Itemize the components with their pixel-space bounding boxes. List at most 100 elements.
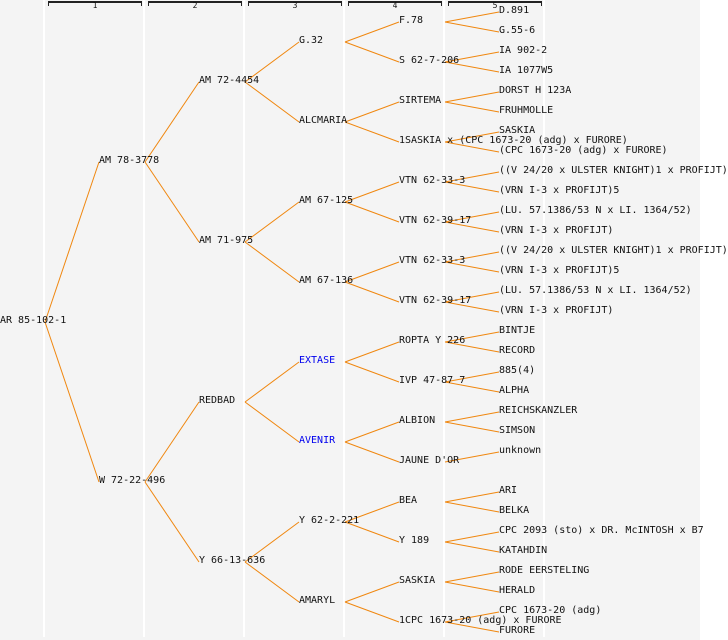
pedigree-connector-line: [144, 481, 200, 563]
pedigree-connector-line: [244, 41, 300, 83]
pedigree-connector-line: [444, 411, 500, 423]
pedigree-node-gen5: (VRN I-3 x PROFIJT): [499, 305, 614, 316]
generation-header-bracket: [248, 1, 342, 6]
pedigree-node-gen4: ALBION: [399, 415, 436, 426]
pedigree-node-gen2: AM 72-4454: [199, 75, 260, 86]
pedigree-node-gen5: DORST H 123A: [499, 85, 572, 96]
pedigree-node-gen3: AMARYL: [299, 595, 336, 606]
pedigree-node-gen5: IA 1077W5: [499, 65, 554, 76]
pedigree-connector-line: [444, 171, 500, 183]
generation-header-label: 3: [292, 1, 298, 10]
pedigree-connector-line: [344, 121, 400, 143]
pedigree-connector-line: [444, 251, 500, 263]
pedigree-node-gen5: ((V 24/20 x ULSTER KNIGHT)1 x PROFIJT): [499, 245, 728, 256]
pedigree-connector-line: [444, 21, 500, 33]
pedigree-connector-line: [244, 361, 300, 403]
pedigree-connector-line: [444, 11, 500, 23]
pedigree-node-gen5: HERALD: [499, 585, 536, 596]
pedigree-connector-line: [444, 581, 500, 593]
pedigree-connector-line: [344, 341, 400, 363]
pedigree-node-gen1: AM 78-3778: [99, 155, 160, 166]
pedigree-connector-line: [344, 581, 400, 603]
pedigree-node-gen4: S 62-7-206: [399, 55, 460, 66]
pedigree-node-gen5: (LU. 57.1386/53 N x LI. 1364/52): [499, 205, 692, 216]
pedigree-connector-line: [244, 241, 300, 283]
column-separator: [143, 0, 145, 637]
pedigree-node-gen2: REDBAD: [199, 395, 236, 406]
pedigree-connector-line: [444, 211, 500, 223]
pedigree-connector-line: [444, 571, 500, 583]
pedigree-node-gen5: SIMSON: [499, 425, 536, 436]
pedigree-connector-line: [344, 441, 400, 463]
pedigree-connector-line: [144, 81, 200, 163]
pedigree-root-node: AR 85-102-1: [0, 315, 67, 326]
pedigree-node-gen4: VTN 62-39-17: [399, 215, 472, 226]
pedigree-node-gen3: G.32: [299, 35, 324, 46]
pedigree-connector-line: [444, 141, 500, 153]
pedigree-node-gen5: unknown: [499, 445, 542, 456]
pedigree-connector-line: [244, 521, 300, 563]
pedigree-connector-line: [344, 201, 400, 223]
pedigree-node-gen4: VTN 62-39-17: [399, 295, 472, 306]
pedigree-node-gen5: IA 902-2: [499, 45, 548, 56]
pedigree-connector-line: [44, 161, 100, 323]
pedigree-node-gen4: VTN 62-33-3: [399, 255, 466, 266]
pedigree-connector-line: [444, 91, 500, 103]
pedigree-connector-line: [144, 161, 200, 243]
pedigree-node-gen5: RODE EERSTELING: [499, 565, 590, 576]
pedigree-node-gen5: ARI: [499, 485, 518, 496]
pedigree-node-gen3[interactable]: AVENIR: [299, 435, 336, 446]
pedigree-connector-line: [444, 261, 500, 273]
pedigree-connector-line: [444, 291, 500, 303]
pedigree-node-gen5: CPC 2093 (sto) x DR. McINTOSH x B7: [499, 525, 704, 536]
column-separator: [543, 0, 545, 637]
pedigree-connector-line: [344, 281, 400, 303]
pedigree-node-gen5: CPC 1673-20 (adg): [499, 605, 602, 616]
pedigree-connector-line: [444, 301, 500, 313]
pedigree-connector-line: [444, 421, 500, 433]
pedigree-node-gen1: W 72-22-496: [99, 475, 166, 486]
column-separator: [443, 0, 445, 637]
generation-header-label: 2: [192, 1, 198, 10]
pedigree-node-gen2: Y 66-13-636: [199, 555, 266, 566]
generation-header-bracket: [48, 1, 142, 6]
pedigree-connector-line: [344, 181, 400, 203]
pedigree-connector-line: [44, 321, 100, 483]
pedigree-node-gen5: SASKIA: [499, 125, 536, 136]
pedigree-connector-line: [444, 501, 500, 513]
pedigree-node-gen5: ALPHA: [499, 385, 530, 396]
generation-header-label: 1: [92, 1, 98, 10]
pedigree-node-gen5: 885(4): [499, 365, 536, 376]
pedigree-node-gen5: (VRN I-3 x PROFIJT): [499, 225, 614, 236]
pedigree-connector-line: [444, 621, 500, 633]
pedigree-connector-line: [444, 371, 500, 383]
pedigree-connector-line: [444, 381, 500, 393]
pedigree-node-gen5: (LU. 57.1386/53 N x LI. 1364/52): [499, 285, 692, 296]
pedigree-connector-line: [444, 491, 500, 503]
pedigree-node-gen3[interactable]: EXTASE: [299, 355, 336, 366]
pedigree-node-gen3: Y 62-2-221: [299, 515, 360, 526]
pedigree-connector-line: [244, 81, 300, 123]
pedigree-node-gen5: KATAHDIN: [499, 545, 548, 556]
pedigree-node-gen4: 1SASKIA x (CPC 1673-20 (adg) x FURORE): [399, 135, 628, 146]
pedigree-connector-line: [444, 61, 500, 73]
pedigree-connector-line: [344, 521, 400, 543]
pedigree-node-gen4: SIRTEMA: [399, 95, 442, 106]
pedigree-connector-line: [444, 541, 500, 553]
pedigree-node-gen5: ((V 24/20 x ULSTER KNIGHT)1 x PROFIJT): [499, 165, 728, 176]
pedigree-connector-line: [444, 451, 500, 463]
pedigree-connector-line: [444, 131, 500, 143]
pedigree-node-gen4: 1CPC 1673-20 (adg) x FURORE: [399, 615, 562, 626]
pedigree-connector-line: [244, 401, 300, 443]
pedigree-node-gen5: FURORE: [499, 625, 536, 636]
column-separator: [43, 0, 45, 637]
pedigree-connector-line: [344, 261, 400, 283]
pedigree-connector-line: [444, 331, 500, 343]
generation-header-bracket: [348, 1, 442, 6]
pedigree-node-gen4: IVP 47-87 7: [399, 375, 466, 386]
pedigree-node-gen5: BELKA: [499, 505, 530, 516]
generation-header-bracket: [448, 1, 542, 6]
pedigree-node-gen5: G.55-6: [499, 25, 536, 36]
pedigree-node-gen3: AM 67-125: [299, 195, 354, 206]
